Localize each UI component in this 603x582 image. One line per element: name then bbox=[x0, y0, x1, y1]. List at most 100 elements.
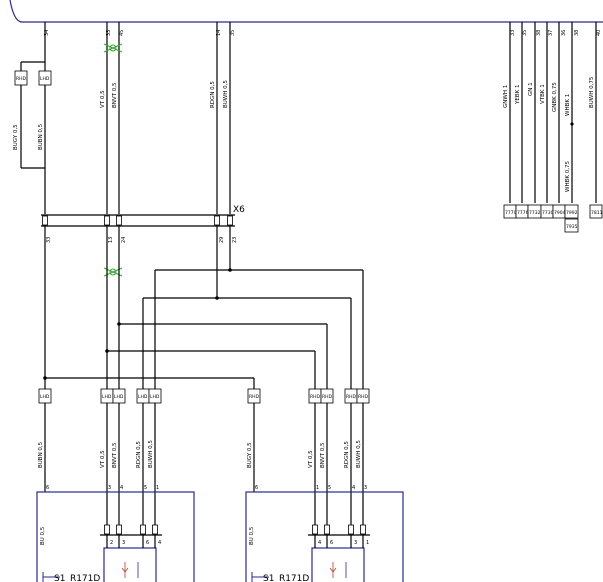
svg-text:4: 4 bbox=[120, 485, 123, 491]
svg-text:7730: 7730 bbox=[542, 210, 554, 216]
svg-text:LHD: LHD bbox=[114, 394, 124, 400]
svg-text:7776: 7776 bbox=[517, 210, 529, 216]
module-label: S1_R171D bbox=[54, 574, 100, 582]
header-pin: 14 bbox=[216, 30, 222, 36]
svg-text:6: 6 bbox=[146, 540, 149, 546]
svg-text:LHD: LHD bbox=[40, 394, 50, 400]
wire-label: VTBK 1 bbox=[540, 84, 546, 104]
wire-label: WHBK 1 bbox=[565, 94, 571, 116]
svg-text:7935: 7935 bbox=[566, 224, 578, 230]
header-pin: 38 bbox=[536, 30, 542, 36]
top-wire-labels: BUGY 0,5 BUBN 0,5 VT 0,5 BNVT 0,5 RDGN 0… bbox=[13, 76, 595, 192]
svg-text:3: 3 bbox=[108, 485, 111, 491]
connector-pin: 33 bbox=[46, 237, 52, 243]
header-pin: 35 bbox=[522, 30, 528, 36]
header-pin: 40 bbox=[596, 30, 602, 36]
wire-label: RDGN 0,5 bbox=[210, 81, 216, 108]
wire-label: BUBN 0,5 bbox=[38, 123, 44, 150]
wire-label: WHBK 0,75 bbox=[565, 161, 571, 192]
header-pin: 35 bbox=[230, 30, 236, 36]
wire-label: VT 0,5 bbox=[308, 450, 314, 468]
header-pin: 37 bbox=[548, 30, 554, 36]
wire-label: RDGN 0,5 bbox=[344, 441, 350, 468]
module-pin-top-labels: 6 3 4 5 1 6 1 5 4 3 bbox=[46, 485, 367, 491]
option-box-rhd: RHD bbox=[14, 70, 28, 86]
svg-text:6: 6 bbox=[330, 540, 333, 546]
svg-text:1: 1 bbox=[316, 485, 319, 491]
svg-text:1: 1 bbox=[156, 485, 159, 491]
svg-text:3: 3 bbox=[122, 540, 125, 546]
svg-text:7811: 7811 bbox=[591, 210, 603, 216]
wire-label: YEBK 1 bbox=[515, 85, 521, 105]
header-pin: 38 bbox=[574, 30, 580, 36]
svg-text:RHD: RHD bbox=[310, 394, 321, 400]
svg-text:2: 2 bbox=[110, 540, 113, 546]
connector-pin: 13 bbox=[108, 237, 114, 243]
wire-label: BUWH 0,5 bbox=[223, 80, 229, 108]
routing-wires bbox=[43, 226, 364, 389]
svg-text:1: 1 bbox=[366, 540, 369, 546]
svg-text:RHD: RHD bbox=[249, 394, 260, 400]
svg-text:RHD: RHD bbox=[358, 394, 369, 400]
svg-text:4: 4 bbox=[158, 540, 161, 546]
lower-wire-labels: BUBN 0,5 VT 0,5 BNVT 0,5 RDGN 0,5 BUWH 0… bbox=[38, 440, 362, 468]
svg-text:LHD: LHD bbox=[138, 394, 148, 400]
lower-wires bbox=[44, 403, 364, 525]
svg-text:7732: 7732 bbox=[529, 210, 541, 216]
module-right: BU 0,5 4 6 3 1 S1_R171D bbox=[245, 491, 404, 582]
svg-text:7770: 7770 bbox=[505, 210, 517, 216]
svg-text:3: 3 bbox=[354, 540, 357, 546]
wire-label: BUWH 0,5 bbox=[356, 440, 362, 468]
svg-text:5: 5 bbox=[144, 485, 147, 491]
module-label: S1_R171D bbox=[263, 574, 309, 582]
wire-label: VT 0,5 bbox=[100, 450, 106, 468]
wire-label: RDGN 0,5 bbox=[136, 441, 142, 468]
svg-text:LHD: LHD bbox=[150, 394, 160, 400]
header-pin: 45 bbox=[119, 30, 125, 36]
wire-label: BUBN 0,5 bbox=[38, 441, 44, 468]
top-frame-line bbox=[9, 0, 603, 23]
right-terminal-boxes: 7770 7776 7732 7730 7904 7992 7935 7811 bbox=[503, 204, 603, 233]
wire-label: BUGY 0,5 bbox=[247, 442, 253, 468]
svg-text:4: 4 bbox=[318, 540, 321, 546]
svg-text:RHD: RHD bbox=[346, 394, 357, 400]
header-pin: 34 bbox=[44, 30, 50, 36]
wire-label: BU 0,5 bbox=[40, 526, 46, 545]
header-pin: 36 bbox=[561, 30, 567, 36]
option-box-lhd: LHD bbox=[38, 70, 52, 86]
wire-label: GNBK 0,75 bbox=[552, 82, 558, 112]
connector-pin: 23 bbox=[232, 237, 238, 243]
wire-label: BUWH 0,5 bbox=[148, 440, 154, 468]
wire-label: BNVT 0,5 bbox=[112, 82, 118, 108]
svg-text:3: 3 bbox=[364, 485, 367, 491]
connector-pin: 29 bbox=[219, 237, 225, 243]
svg-text:LHD: LHD bbox=[40, 76, 50, 82]
header-pin: 33 bbox=[106, 30, 112, 36]
svg-text:RHD: RHD bbox=[322, 394, 333, 400]
module-left: BU 0,5 2 3 6 4 S1_R171D bbox=[36, 491, 195, 582]
svg-text:6: 6 bbox=[255, 485, 258, 491]
svg-text:LHD: LHD bbox=[102, 394, 112, 400]
wire-label: BUGY 0,5 bbox=[13, 124, 19, 150]
connector-x6: X6 33 13 24 29 23 bbox=[41, 205, 245, 243]
wire-label: GNWH 1 bbox=[503, 85, 509, 108]
wire-label: BU 0,5 bbox=[249, 526, 255, 545]
twisted-pair-marker bbox=[103, 43, 123, 53]
wire-label: BNVT 0,5 bbox=[320, 442, 326, 468]
svg-text:5: 5 bbox=[328, 485, 331, 491]
svg-text:7992: 7992 bbox=[566, 210, 578, 216]
connector-name: X6 bbox=[233, 205, 245, 215]
header-pin: 33 bbox=[510, 30, 516, 36]
svg-text:4: 4 bbox=[352, 485, 355, 491]
lower-option-boxes: LHD LHD LHD LHD LHD RHD RHD RHD RHD RHD bbox=[38, 388, 370, 404]
top-wires bbox=[20, 22, 597, 214]
connector-pin: 24 bbox=[121, 237, 127, 243]
svg-text:RHD: RHD bbox=[16, 76, 27, 82]
svg-text:7904: 7904 bbox=[554, 210, 566, 216]
wire-label: GN 1 bbox=[528, 82, 534, 96]
header-pin-labels: 34 33 45 14 35 33 35 38 37 36 38 40 bbox=[44, 30, 602, 36]
wire-label: VT 0,5 bbox=[100, 90, 106, 108]
wire-label: BUWH 0,75 bbox=[589, 76, 595, 108]
svg-text:6: 6 bbox=[46, 485, 49, 491]
